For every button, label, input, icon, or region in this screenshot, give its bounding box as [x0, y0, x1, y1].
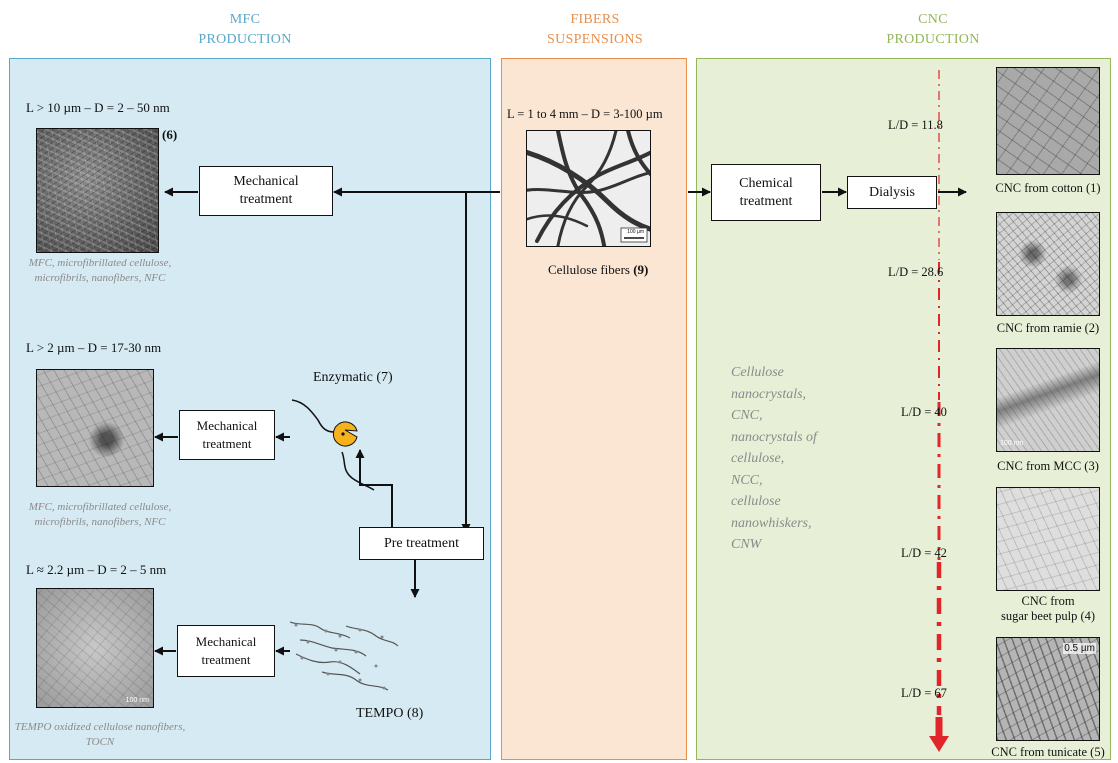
cnc-syn-7: nanowhiskers,: [731, 515, 812, 531]
cnc-caption-sugar-beet-line1: CNC from: [1021, 594, 1075, 608]
cnc-syn-1: nanocrystals,: [731, 386, 807, 402]
cnc-syn-2: CNC,: [731, 408, 763, 423]
fibers-drawing: [527, 131, 650, 246]
mfc-image-2: [36, 369, 154, 487]
dialysis-button[interactable]: Dialysis: [847, 176, 937, 209]
cnc-mcc-image: 100 nm: [996, 348, 1100, 452]
enzymatic-squiggle-bottom: [341, 451, 375, 491]
ld-label-tunicate: L/D = 67: [901, 686, 947, 700]
cnc-caption-mcc: CNC from MCC (3): [997, 459, 1099, 473]
cellulose-fibers-ref: (9): [633, 262, 649, 277]
cnc-caption-sugar-beet: CNC from sugar beet pulp (4): [984, 594, 1112, 624]
cnc-caption-ramie: CNC from ramie (2): [996, 321, 1100, 335]
mfc-header-line1: MFC: [229, 12, 261, 27]
mfc-note-3-line1: TEMPO oxidized cellulose nanofibers,: [14, 721, 186, 733]
mfc-synonyms-note-1: MFC, microfibrillated cellulose, microfi…: [10, 256, 190, 286]
cnc-caption-tunicate: CNC from tunicate (5): [991, 745, 1105, 759]
tempo-label: TEMPO (8): [356, 706, 424, 721]
mfc-dimensions-1: L > 10 µm – D = 2 – 50 nm: [26, 100, 170, 115]
mechanical-treatment-button-3[interactable]: Mechanical treatment: [177, 625, 275, 677]
mfc-image-3-scale: 100 nm: [125, 697, 149, 704]
mfc-synonyms-note-2: MFC, microfibrillated cellulose, microfi…: [10, 500, 190, 530]
cnc-syn-3: nanocrystals of: [731, 429, 817, 445]
mfc-note-2-line2: microfibrils, nanofibers, NFC: [34, 516, 166, 528]
fibers-header-line1: FIBERS: [570, 12, 620, 27]
mechanical-treatment-button-2[interactable]: Mechanical treatment: [179, 410, 275, 460]
cnc-header-line2: PRODUCTION: [886, 32, 980, 47]
mfc-ref-6: (6): [162, 127, 178, 142]
cellulose-fibers-caption-text: Cellulose fibers: [548, 262, 630, 277]
cnc-tunicate-image: 0.5 µm: [996, 637, 1100, 741]
mfc-note-2-line1: MFC, microfibrillated cellulose,: [28, 501, 172, 513]
cnc-ramie-image: [996, 212, 1100, 316]
ld-label-sugar-beet: L/D = 42: [901, 546, 947, 560]
mfc-dimensions-3: L ≈ 2.2 µm – D = 2 – 5 nm: [26, 562, 167, 577]
mfc-note-1-line1: MFC, microfibrillated cellulose,: [28, 257, 172, 269]
enzymatic-label: Enzymatic (7): [313, 370, 393, 385]
ld-axis-arrowhead: [929, 736, 949, 752]
cellulose-fibers-caption: Cellulose fibers (9): [548, 262, 648, 278]
cnc-tunicate-scale: 0.5 µm: [1063, 643, 1096, 654]
pacman-icon: [332, 421, 358, 447]
mfc-note-1-line2: microfibrils, nanofibers, NFC: [34, 272, 166, 284]
cnc-syn-8: CNW: [731, 537, 762, 552]
fibers-dimensions: L = 1 to 4 mm – D = 3-100 µm: [507, 107, 663, 121]
cnc-synonyms-note: Cellulose nanocrystals, CNC, nanocrystal…: [731, 362, 871, 556]
cnc-syn-0: Cellulose: [731, 365, 784, 380]
cnc-mcc-scale: 100 nm: [1000, 440, 1024, 447]
fibers-header-line2: SUSPENSIONS: [547, 32, 643, 47]
cnc-header-line1: CNC: [918, 12, 948, 27]
mfc-image-1: [36, 128, 159, 253]
cnc-cotton-image: [996, 67, 1100, 175]
chemical-treatment-button[interactable]: Chemical treatment: [711, 164, 821, 221]
mfc-header-line2: PRODUCTION: [198, 32, 292, 47]
enzymatic-squiggle-top: [291, 399, 335, 433]
ld-label-mcc: L/D = 40: [901, 405, 947, 419]
pre-treatment-button[interactable]: Pre treatment: [359, 527, 484, 560]
cnc-caption-cotton: CNC from cotton (1): [995, 181, 1101, 195]
mfc-image-3: 100 nm: [36, 588, 154, 708]
cnc-syn-5: NCC,: [731, 472, 763, 488]
ld-label-ramie: L/D = 28.6: [888, 265, 944, 279]
mfc-synonyms-note-3: TEMPO oxidized cellulose nanofibers, TOC…: [10, 720, 190, 750]
mfc-dimensions-2: L > 2 µm – D = 17-30 nm: [26, 340, 162, 355]
cnc-header: CNC PRODUCTION: [833, 10, 1033, 50]
ld-label-cotton: L/D = 11.8: [888, 118, 943, 132]
cellulose-fibers-image: 100 µm: [526, 130, 651, 247]
cnc-sugar-beet-image: [996, 487, 1100, 591]
cnc-syn-4: cellulose,: [731, 451, 785, 466]
mfc-note-3-line2: TOCN: [85, 736, 115, 748]
mechanical-treatment-button-1[interactable]: Mechanical treatment: [199, 166, 333, 216]
fibers-scale-label: 100 µm: [627, 229, 644, 235]
cnc-syn-6: cellulose: [731, 494, 781, 509]
mfc-header: MFC PRODUCTION: [145, 10, 345, 50]
fibers-header: FIBERS SUSPENSIONS: [495, 10, 695, 50]
cnc-caption-sugar-beet-line2: sugar beet pulp (4): [1000, 609, 1096, 623]
